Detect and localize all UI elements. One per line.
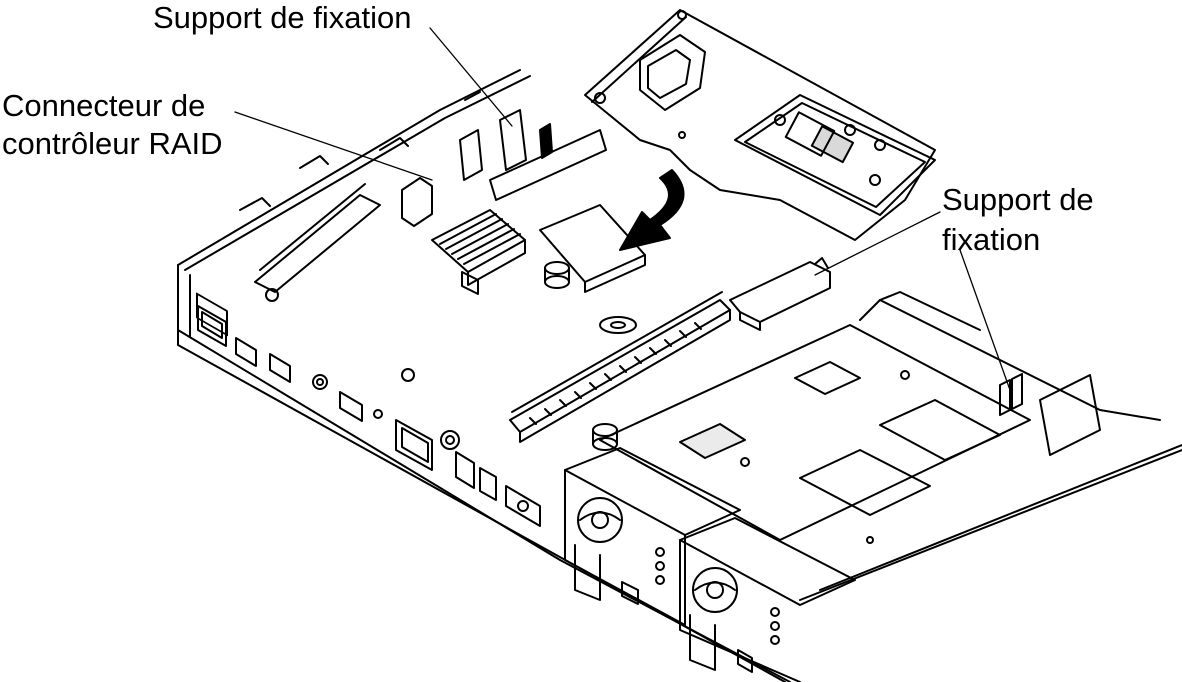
label-support-de-fixation-top: Support de fixation bbox=[153, 0, 412, 35]
label-support-de-fixation-right-line1: Support de bbox=[942, 182, 1094, 217]
power-supply-1 bbox=[564, 447, 741, 626]
left-wall-details bbox=[239, 91, 481, 382]
leader-lines bbox=[234, 27, 1011, 391]
system-board bbox=[431, 109, 646, 334]
thumbscrew bbox=[592, 423, 618, 451]
raid-adapter-card bbox=[584, 9, 936, 241]
label-raid-connector-line1: Connecteur de bbox=[2, 88, 206, 123]
air-baffle bbox=[599, 324, 1101, 544]
label-support-de-fixation-right-line2: fixation bbox=[942, 222, 1041, 257]
right-bracket bbox=[729, 257, 831, 331]
label-raid-connector-line2: contrôleur RAID bbox=[2, 126, 223, 161]
power-supply-2 bbox=[679, 517, 856, 682]
install-arrow bbox=[619, 169, 685, 251]
front-io-panel bbox=[196, 292, 541, 527]
pcie-slot bbox=[509, 291, 731, 443]
heatsink bbox=[431, 209, 526, 286]
chassis-outline bbox=[177, 69, 1182, 682]
